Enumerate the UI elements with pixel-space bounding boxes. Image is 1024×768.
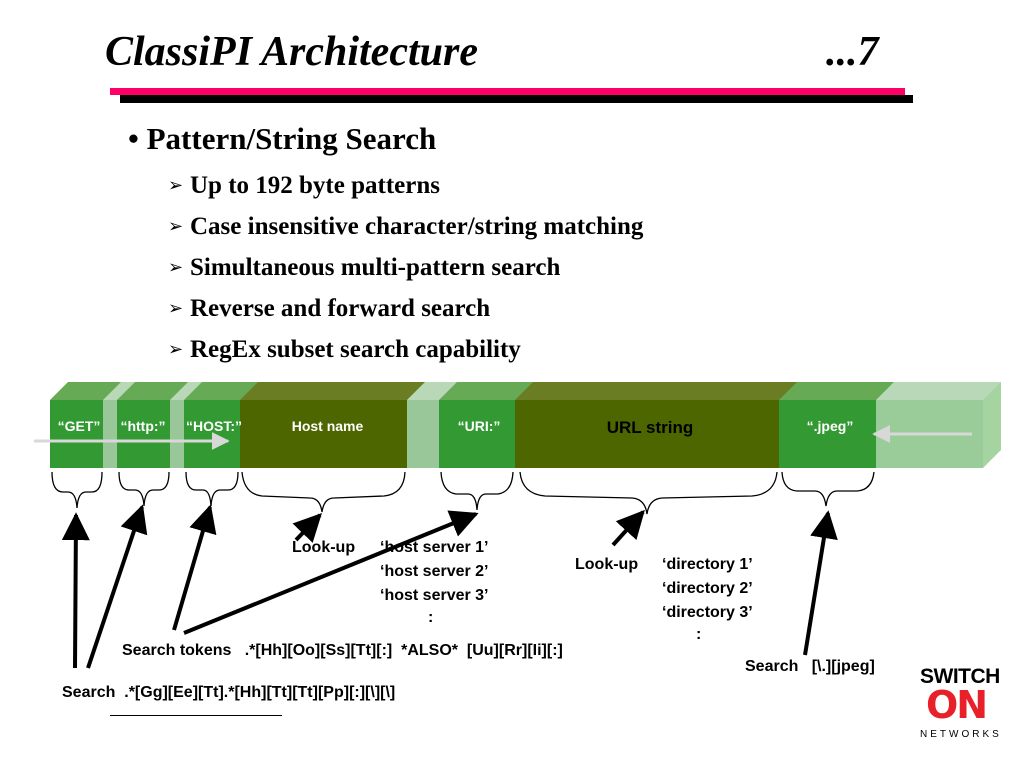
main-bullet-text: Pattern/String Search [146, 121, 437, 156]
logo-text-switch: SWITCH [920, 665, 1000, 688]
host-entry: ‘host server 1’ [380, 539, 489, 556]
brace-get [51, 471, 103, 509]
title-underline-pink [110, 88, 905, 95]
arrow-bullet-icon: ➢ [168, 257, 184, 278]
sub-bullet: ➢ Reverse and forward search [168, 295, 490, 323]
host-entry: ‘host server 3’ [380, 587, 489, 604]
search-underline [110, 715, 282, 716]
arrow-lookup-dir [611, 509, 645, 547]
sub-bullet: ➢ Simultaneous multi-pattern search [168, 254, 560, 282]
segment-label-get: “GET” [57, 418, 101, 434]
directory-entry: ‘directory 3’ [662, 604, 753, 621]
page-number: ...7 [826, 29, 879, 75]
arrow-lookup-host [292, 512, 322, 543]
sub-bullet: ➢ Up to 192 byte patterns [168, 172, 440, 200]
sub-bullet: ➢ Case insensitive character/string match… [168, 213, 643, 241]
logo-text-networks: NETWORKS [920, 729, 1002, 740]
sub-bullet-text: RegEx subset search capability [190, 336, 521, 363]
search-tokens-text: Search tokens .*[Hh][Oo][Ss][Tt][:] *ALS… [122, 642, 563, 659]
segment-label-host: “HOST:” [186, 418, 242, 434]
segment-gap [407, 400, 439, 468]
directory-entry: ‘directory 1’ [662, 556, 753, 573]
arrow-search-host [172, 504, 217, 631]
segment-gap [103, 400, 117, 468]
logo-text-on: ON [926, 683, 988, 727]
brace-jpeg [781, 471, 875, 507]
slide-title: ClassiPI Architecture [105, 29, 478, 75]
sub-bullet-text: Case insensitive character/string matchi… [190, 213, 644, 240]
segment-gap [170, 400, 184, 468]
arrow-bullet-icon: ➢ [168, 339, 184, 360]
segment-label-uri: “URI:” [457, 418, 501, 434]
segment-label-url-string: URL string [606, 418, 694, 437]
arrow-bullet-icon: ➢ [168, 175, 184, 196]
host-entry-ellipsis: : [428, 609, 434, 626]
sub-bullet: ➢ RegEx subset search capability [168, 336, 521, 364]
arrow-search-uri [183, 510, 479, 635]
pointer-arrows [61, 504, 838, 669]
brace-http [118, 471, 170, 507]
title-underline-black [120, 95, 913, 103]
segment-http [117, 400, 170, 468]
sub-bullet-text: Simultaneous multi-pattern search [190, 254, 561, 281]
brace-host-name [241, 471, 406, 513]
arrow-bullet-icon: ➢ [168, 216, 184, 237]
segment-url-string [515, 400, 779, 468]
main-bullet: • Pattern/String Search [128, 121, 436, 157]
search-get-text: Search .*[Gg][Ee][Tt].*[Hh][Tt][Tt][Pp][… [62, 684, 396, 701]
arrow-search-get [61, 512, 90, 669]
segment-uri [439, 400, 515, 468]
arrow-search-jpeg [803, 510, 838, 656]
segment-jpeg [779, 400, 876, 468]
brace-host [185, 471, 239, 507]
arrow-search-http [86, 504, 148, 669]
bar-front [50, 400, 983, 468]
directory-entry: ‘directory 2’ [662, 580, 753, 597]
segment-host-name [240, 400, 407, 468]
segment-label-http: “http:” [120, 418, 166, 434]
host-entry: ‘host server 2’ [380, 563, 489, 580]
segment-host [184, 400, 240, 468]
brace-uri [440, 471, 514, 511]
lookup-host-label: Look-up [292, 539, 356, 556]
segment-label-host-name: Host name [291, 418, 364, 434]
sub-bullet-text: Up to 192 byte patterns [190, 172, 440, 199]
switch-on-logo: SWITCH ON NETWORKS [918, 665, 1008, 745]
braces [51, 471, 875, 515]
bar-side-face [983, 382, 1001, 468]
bullet-dot: • [128, 121, 147, 156]
segment-label-jpeg: “.jpeg” [806, 418, 854, 434]
bar-top-face [50, 382, 1001, 400]
brace-url-string [519, 471, 778, 515]
directory-entry-ellipsis: : [696, 626, 702, 643]
segment-get [50, 400, 103, 468]
sub-bullet-text: Reverse and forward search [190, 295, 491, 322]
arrow-bullet-icon: ➢ [168, 298, 184, 319]
lookup-dir-label: Look-up [575, 556, 639, 573]
search-jpeg-text: Search [\.][jpeg] [745, 658, 875, 675]
